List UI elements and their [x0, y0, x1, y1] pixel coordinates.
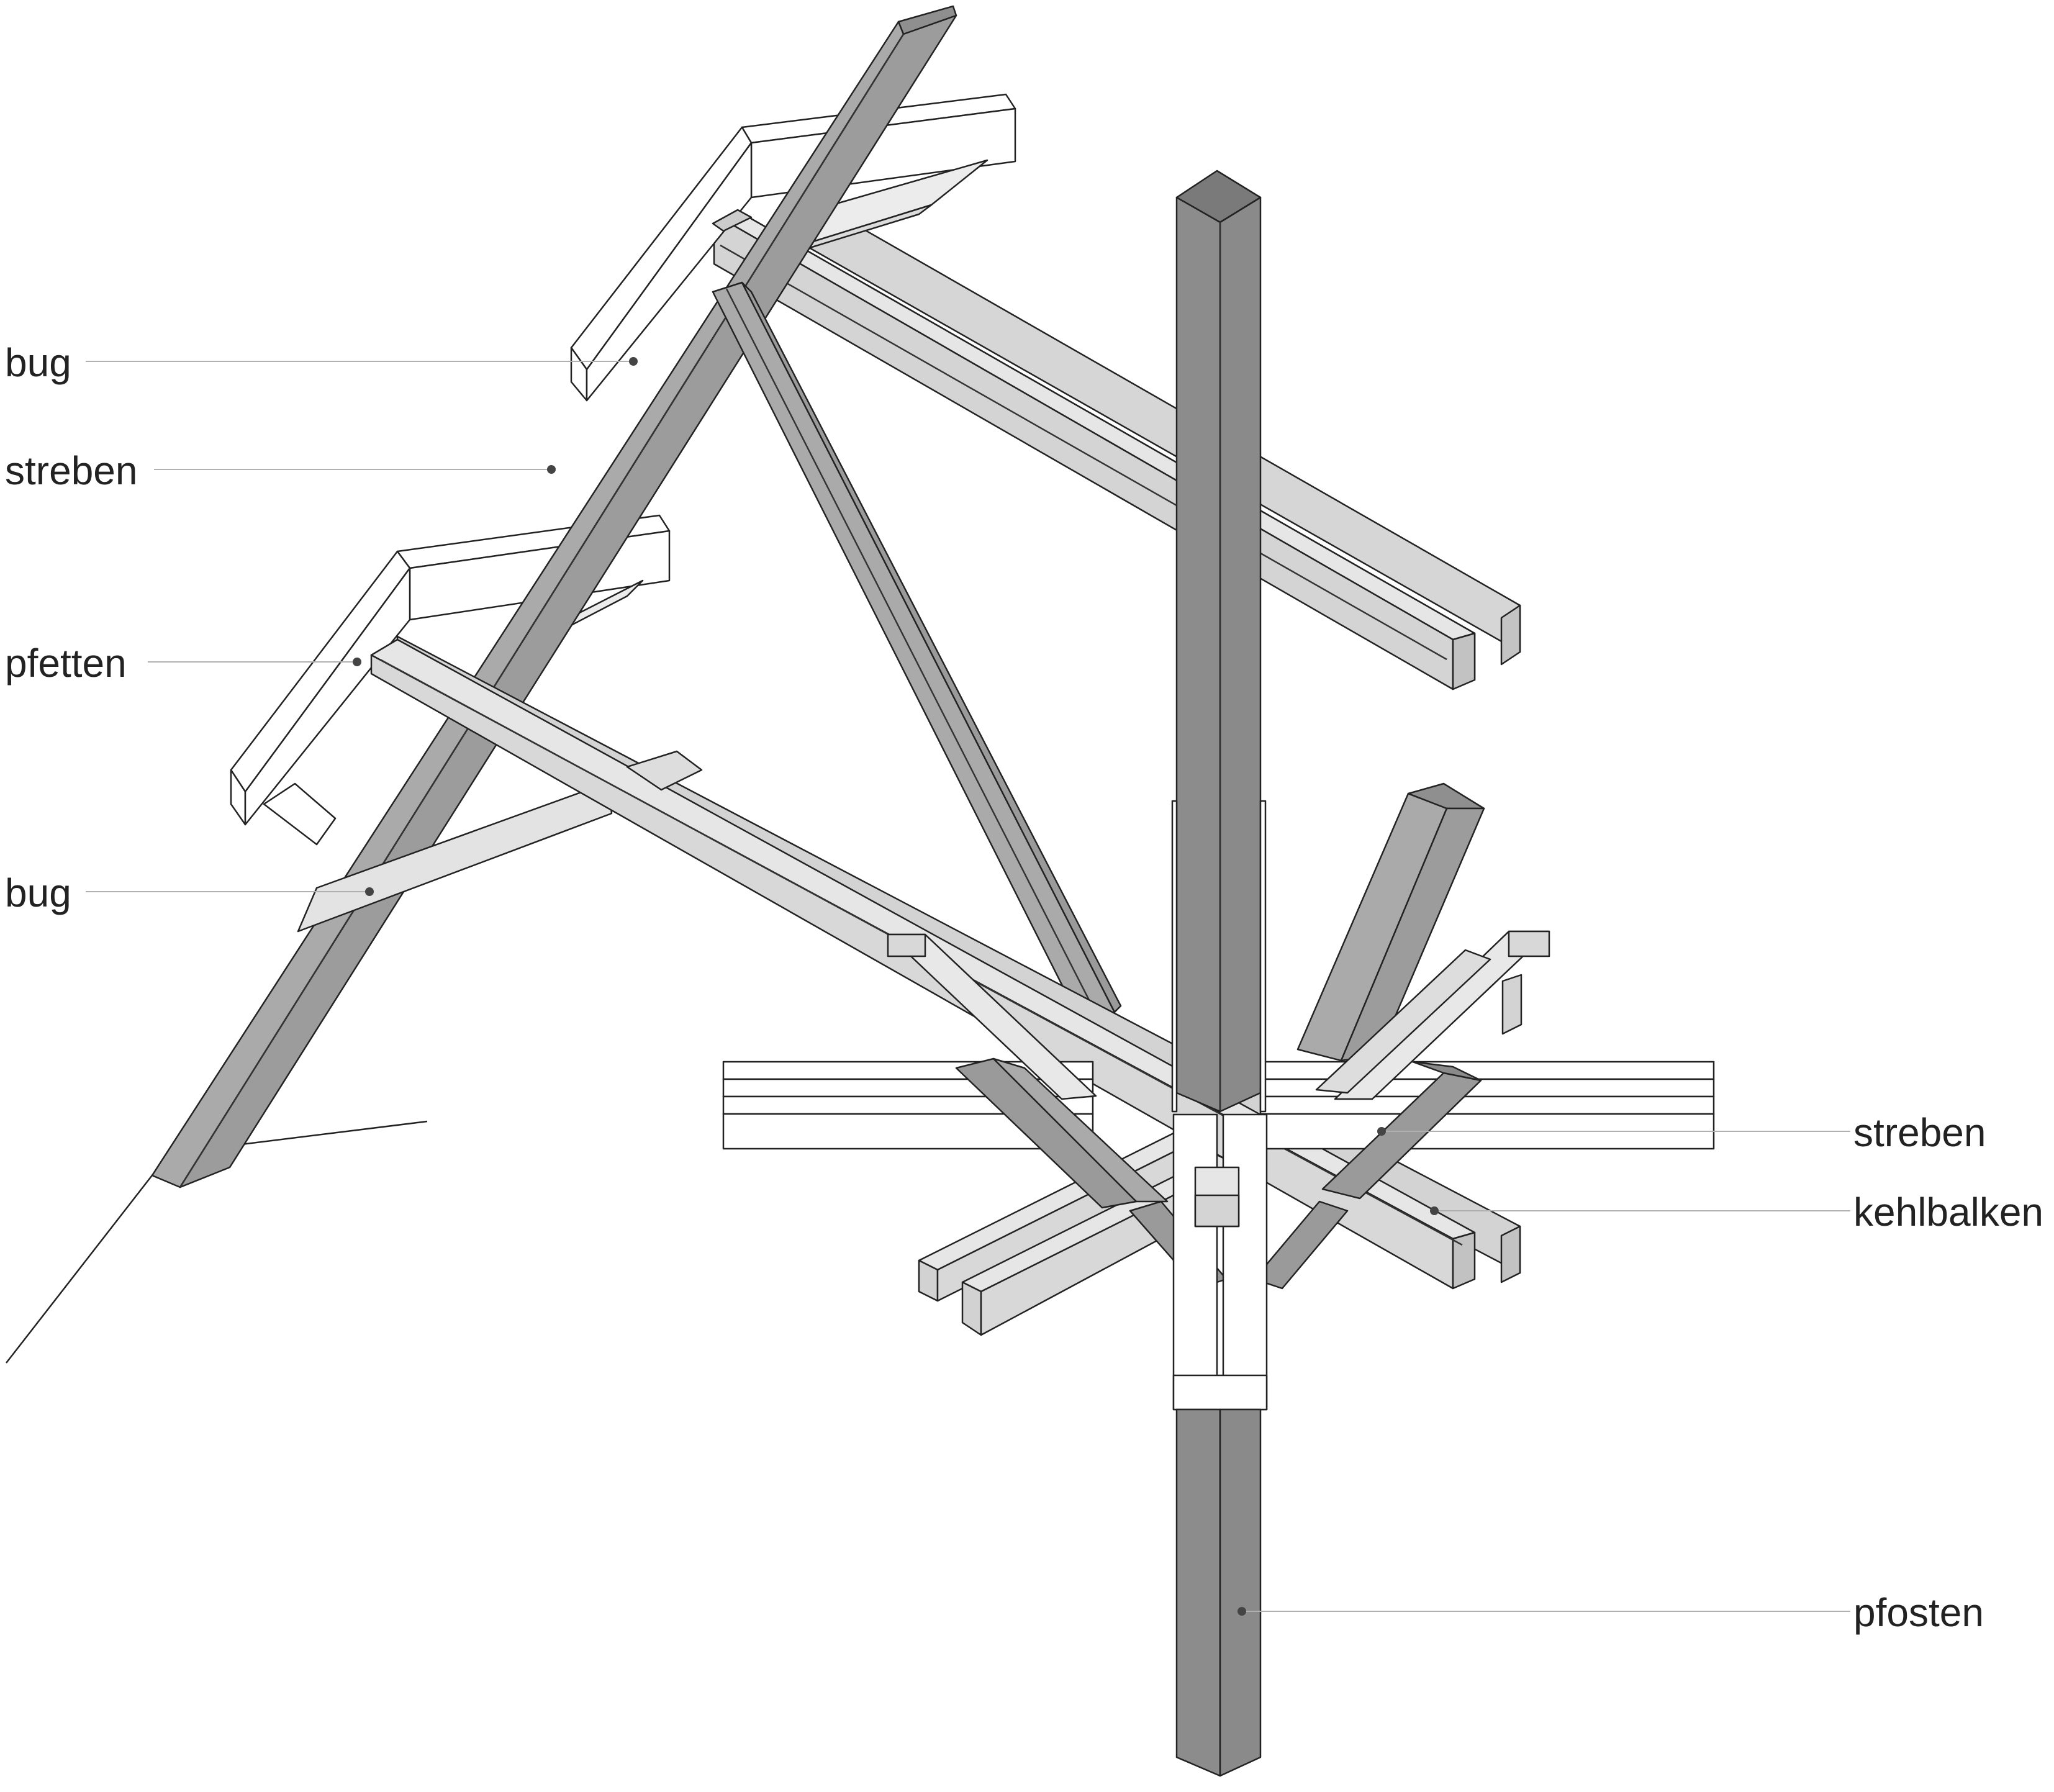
label-bug-lower: bug — [5, 871, 71, 915]
central-post — [1171, 170, 1268, 1777]
ground-line — [6, 1120, 428, 1364]
leader-dots — [353, 357, 1439, 1616]
label-streben-right: streben — [1853, 1110, 1986, 1155]
main-left-rafter — [151, 5, 957, 1188]
leader-lines — [86, 361, 1850, 1612]
label-pfosten: pfosten — [1853, 1590, 1984, 1635]
upper-collar-beam — [713, 185, 1521, 690]
left-strut-lower — [955, 1057, 1169, 1209]
left-light-brace — [887, 933, 1097, 1100]
rafter-top-cap — [712, 209, 753, 232]
label-kehlbalken: kehlbalken — [1853, 1190, 2043, 1234]
lower-knee-brace — [297, 781, 613, 933]
label-bug-upper: bug — [5, 340, 71, 385]
label-streben-left: streben — [5, 448, 138, 493]
inner-diagonal-strut — [712, 281, 1122, 1029]
right-strut-lower — [1321, 1061, 1482, 1200]
right-upper-strut — [1296, 782, 1485, 1062]
right-light-brace — [1315, 930, 1550, 1100]
label-pfetten: pfetten — [5, 641, 127, 686]
